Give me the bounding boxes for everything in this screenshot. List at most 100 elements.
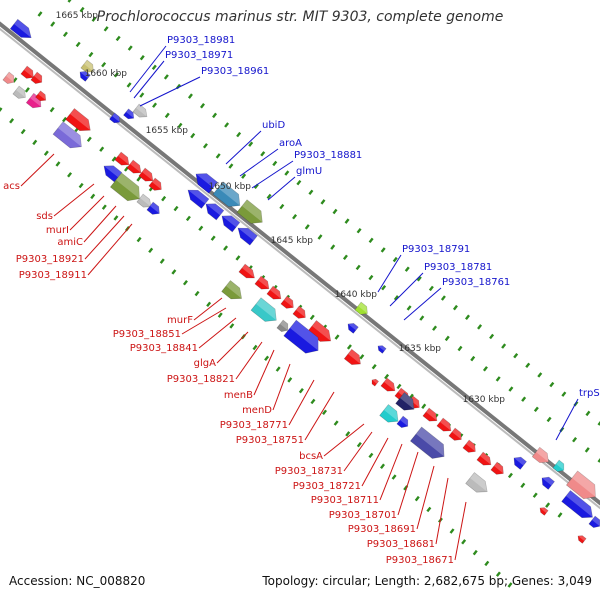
gene-label: P9303_18841 bbox=[130, 343, 198, 354]
tick-mark bbox=[310, 398, 316, 405]
tick-mark bbox=[101, 204, 107, 210]
leader-line bbox=[181, 307, 227, 335]
tick-mark bbox=[507, 582, 513, 588]
leader-line bbox=[267, 176, 296, 201]
gene-arrow bbox=[513, 456, 527, 470]
tick-mark bbox=[391, 474, 397, 480]
tick-mark bbox=[489, 333, 495, 340]
gene-label: ubiD bbox=[262, 120, 285, 131]
gene-label: P9303_18721 bbox=[293, 481, 361, 492]
gene-arrow bbox=[395, 392, 415, 411]
tick-mark bbox=[62, 116, 68, 123]
gene-arrow bbox=[195, 173, 218, 194]
gene-label: P9303_18921 bbox=[16, 254, 84, 265]
tick-mark bbox=[549, 381, 555, 388]
tick-mark bbox=[333, 420, 339, 426]
tick-mark bbox=[304, 224, 310, 230]
genome-title: Prochlorococcus marinus str. MIT 9303, c… bbox=[96, 9, 504, 25]
scale-label: 1630 kbp bbox=[463, 395, 506, 405]
tick-mark bbox=[113, 215, 119, 221]
gene-arrow bbox=[65, 108, 91, 132]
gene-label: P9303_18971 bbox=[165, 50, 233, 61]
gene-label: P9303_18911 bbox=[19, 270, 87, 281]
tick-mark bbox=[151, 64, 157, 71]
leader-line bbox=[139, 76, 201, 107]
gene-arrow bbox=[221, 280, 242, 300]
tick-mark bbox=[99, 146, 105, 152]
gene-label: P9303_18681 bbox=[367, 539, 435, 550]
gene-arrow bbox=[187, 189, 210, 209]
gene-arrow bbox=[465, 472, 488, 493]
tick-mark bbox=[152, 102, 158, 108]
tick-mark bbox=[101, 61, 107, 68]
gene-label: P9303_18771 bbox=[220, 420, 288, 431]
tick-mark bbox=[86, 136, 92, 143]
tick-mark bbox=[279, 203, 285, 210]
tick-mark bbox=[532, 492, 538, 498]
gene-arrow bbox=[35, 90, 47, 102]
tick-mark bbox=[185, 215, 191, 222]
tick-mark bbox=[533, 406, 539, 413]
tick-mark bbox=[275, 366, 281, 372]
tick-mark bbox=[253, 183, 259, 190]
tick-mark bbox=[292, 214, 298, 220]
gene-label: P9303_18711 bbox=[311, 495, 379, 506]
scale-label: 1650 kbp bbox=[209, 182, 252, 192]
tick-mark bbox=[308, 189, 314, 195]
tick-mark bbox=[164, 112, 170, 119]
tick-mark bbox=[37, 11, 43, 17]
tick-mark bbox=[115, 35, 121, 42]
tick-mark bbox=[79, 6, 85, 13]
gene-arrow bbox=[103, 165, 123, 183]
tick-mark bbox=[521, 396, 527, 402]
gene-arrow bbox=[377, 345, 387, 354]
tick-mark bbox=[298, 387, 304, 394]
scale-label: 1645 kbp bbox=[271, 236, 314, 246]
gene-arrow bbox=[561, 490, 593, 518]
gene-label: glmU bbox=[296, 166, 322, 177]
tick-mark bbox=[513, 352, 519, 359]
tick-mark bbox=[393, 295, 399, 301]
gene-arrow bbox=[347, 323, 359, 334]
gene-arrow bbox=[371, 378, 379, 387]
gene-arrow bbox=[354, 301, 368, 315]
leader-line bbox=[225, 130, 262, 165]
tick-mark bbox=[159, 258, 165, 264]
gene-label: P9303_18701 bbox=[329, 510, 397, 521]
tick-mark bbox=[557, 512, 563, 518]
leader-line bbox=[304, 391, 335, 441]
gene-arrow bbox=[577, 535, 587, 544]
leader-line bbox=[69, 195, 105, 231]
gene-arrow bbox=[280, 295, 294, 309]
gene-arrow bbox=[541, 476, 555, 490]
gene-arrow bbox=[146, 201, 160, 215]
tick-mark bbox=[381, 284, 387, 291]
scale-label: 1635 kbp bbox=[399, 344, 442, 354]
tick-mark bbox=[62, 31, 68, 37]
leader-line bbox=[343, 431, 373, 472]
tick-mark bbox=[55, 161, 61, 167]
gene-label: P9303_18731 bbox=[275, 466, 343, 477]
tick-mark bbox=[356, 228, 362, 234]
tick-mark bbox=[90, 193, 96, 200]
tick-mark bbox=[136, 236, 142, 243]
tick-mark bbox=[495, 571, 501, 577]
gene-label: sds bbox=[36, 211, 53, 222]
tick-mark bbox=[309, 314, 315, 320]
tick-mark bbox=[452, 304, 458, 311]
gene-arrow bbox=[588, 515, 600, 528]
tick-mark bbox=[272, 160, 278, 167]
tick-mark bbox=[330, 244, 336, 250]
tick-mark bbox=[229, 323, 235, 329]
tick-mark bbox=[380, 463, 385, 469]
gene-label: aroA bbox=[279, 138, 302, 149]
leader-line bbox=[133, 60, 165, 99]
tick-mark bbox=[520, 482, 526, 489]
tick-mark bbox=[20, 128, 26, 135]
tick-mark bbox=[342, 254, 348, 260]
tick-mark bbox=[67, 0, 73, 3]
gene-arrow bbox=[20, 65, 34, 79]
tick-mark bbox=[449, 528, 455, 534]
tick-mark bbox=[465, 314, 470, 320]
